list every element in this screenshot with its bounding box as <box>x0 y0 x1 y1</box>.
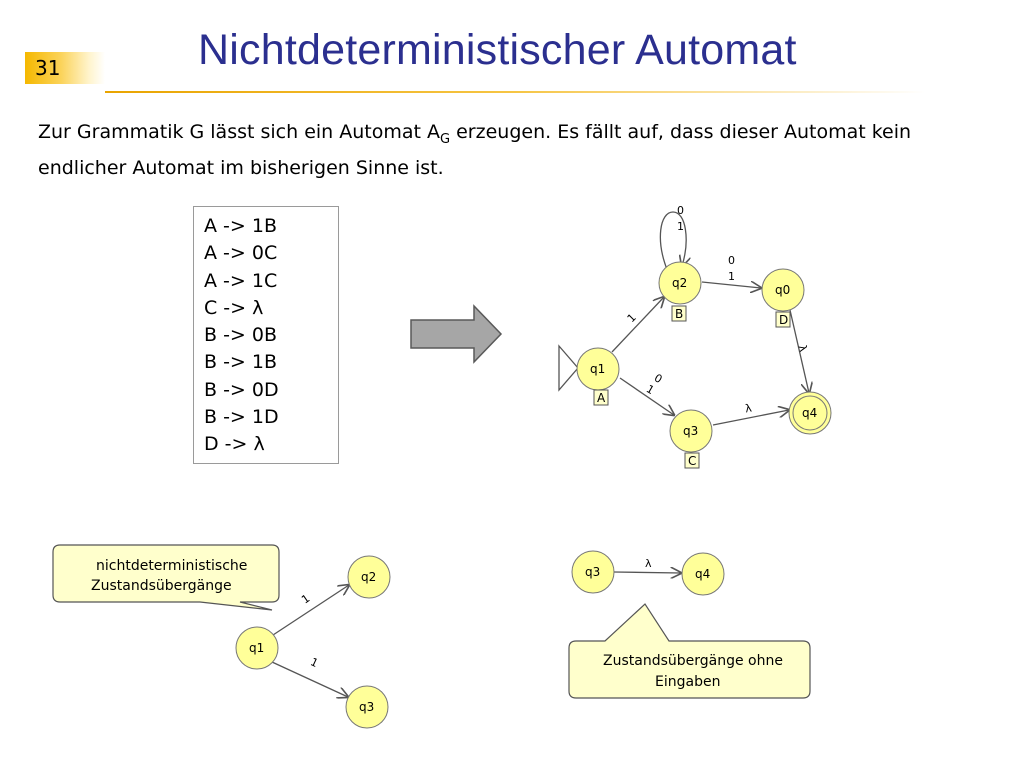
state-node-nd-q1[interactable] <box>235 626 279 670</box>
edge-lambda-q3-q4 <box>613 572 681 573</box>
edge-label-q2-self-1: 1 <box>677 220 684 233</box>
edge-label-nd-q1-q3: 1 <box>308 655 320 670</box>
intro-line1-b: erzeugen. Es fällt auf, dass dieser Auto… <box>450 121 912 143</box>
transform-arrow-icon <box>410 304 503 364</box>
intro-line2: endlicher Automat im bisherigen Sinne is… <box>38 156 444 179</box>
state-label-q3: q3 <box>683 424 698 438</box>
edge-q3-q4 <box>712 410 789 426</box>
state-node-lambda-q3[interactable] <box>571 550 615 594</box>
edge-q1-q2 <box>611 297 664 353</box>
state-label-lambda-q3: q3 <box>585 565 600 579</box>
callout-lambda-bubble <box>568 603 811 699</box>
slide-number: 31 <box>25 52 105 84</box>
edge-label-q2-q0-0: 0 <box>728 254 735 267</box>
grammar-rule: D -> λ <box>204 433 265 456</box>
edge-label-lambda: λ <box>645 557 652 570</box>
grammar-rule: A -> 1B <box>204 215 277 237</box>
edge-label-q2-q0-1: 1 <box>728 270 735 283</box>
state-node-q3[interactable] <box>669 409 713 453</box>
edge-label-nd-q1-q2: 1 <box>299 592 312 607</box>
state-tag-q3: C <box>688 454 696 468</box>
state-label-lambda-q4: q4 <box>695 567 710 581</box>
intro-text: Zur Grammatik G lässt sich ein Automat A… <box>38 118 998 182</box>
start-state-icon <box>558 344 579 392</box>
grammar-rules-box: A -> 1B A -> 0C A -> 1C C -> λ B -> 0B B… <box>193 206 339 464</box>
callout-nd-line2: Zustandsübergänge <box>91 578 232 594</box>
state-label-q0: q0 <box>775 283 790 297</box>
state-node-q0[interactable] <box>761 268 805 312</box>
callout-nd-line1: nichtdeterministische <box>96 558 247 574</box>
grammar-rule: B -> 0D <box>204 378 279 401</box>
grammar-rule: B -> 0B <box>204 324 278 347</box>
edge-nd-q1-q2 <box>272 585 349 636</box>
edge-label-q3-q4: λ <box>744 401 753 415</box>
callout-lambda-line1: Zustandsübergänge ohne <box>603 653 783 669</box>
edge-label-q2-self-0: 0 <box>677 204 684 217</box>
edge-q2-q0 <box>701 282 761 288</box>
edge-label-q1-q3-1: 1 <box>644 382 657 397</box>
grammar-rule: C -> λ <box>204 296 264 319</box>
state-node-q2[interactable] <box>658 261 702 305</box>
grammar-rule: B -> 1D <box>204 406 279 429</box>
edge-q2-self <box>659 211 686 273</box>
edge-q0-q4 <box>789 309 809 393</box>
edge-nd-q1-q3 <box>271 661 348 697</box>
state-node-lambda-q4[interactable] <box>681 552 725 596</box>
slide-title: Nichtdeterministischer Automat <box>198 26 797 74</box>
grammar-rule: A -> 0C <box>204 242 278 265</box>
grammar-rule: B -> 1B <box>204 351 278 374</box>
final-state-ring <box>792 395 828 431</box>
edge-label-q1-q2: 1 <box>625 311 639 325</box>
state-tag-box <box>775 311 791 328</box>
state-node-q4-final[interactable] <box>788 391 832 435</box>
edge-label-q0-q4: λ <box>795 344 809 354</box>
state-node-nd-q2[interactable] <box>347 555 391 599</box>
state-tag-q1: A <box>597 391 606 405</box>
state-label-q2: q2 <box>672 276 687 290</box>
state-tag-box <box>593 389 609 406</box>
callout-lambda-line2: Eingaben <box>655 674 720 690</box>
state-tag-q2: B <box>675 307 683 321</box>
state-label-nd-q1: q1 <box>249 641 264 655</box>
state-node-nd-q3[interactable] <box>345 685 389 729</box>
state-tag-q0: D <box>779 313 788 327</box>
intro-subscript: G <box>440 131 451 147</box>
intro-line1-a: Zur Grammatik G lässt sich ein Automat A <box>38 121 440 143</box>
grammar-rule: A -> 1C <box>204 269 278 292</box>
title-divider <box>105 91 925 93</box>
edge-q1-q3 <box>619 377 674 415</box>
state-label-nd-q3: q3 <box>359 700 374 714</box>
callout-nd-bubble <box>52 544 280 611</box>
state-label-q1: q1 <box>590 362 605 376</box>
state-label-q4: q4 <box>802 406 817 420</box>
state-tag-box <box>671 305 687 322</box>
state-tag-box <box>684 452 700 469</box>
state-label-nd-q2: q2 <box>361 570 376 584</box>
